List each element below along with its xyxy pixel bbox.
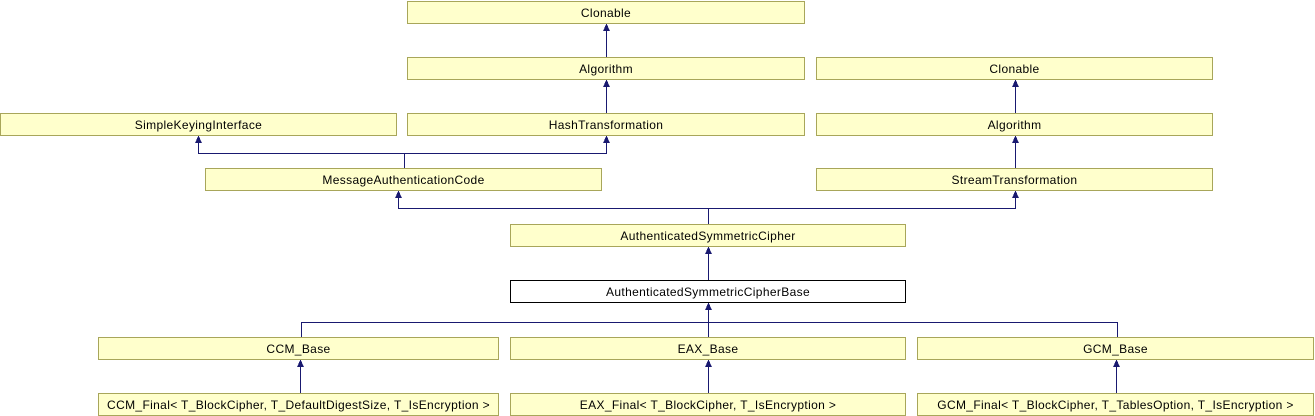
class-node-ccm-final[interactable]: CCM_Final< T_BlockCipher, T_DefaultDiges… xyxy=(98,393,499,416)
class-node-ccm-base[interactable]: CCM_Base xyxy=(98,337,499,360)
class-node-gcm-final[interactable]: GCM_Final< T_BlockCipher, T_TablesOption… xyxy=(917,393,1314,416)
class-node-hashtransformation[interactable]: HashTransformation xyxy=(407,113,805,136)
class-node-eax-final[interactable]: EAX_Final< T_BlockCipher, T_IsEncryption… xyxy=(510,393,906,416)
class-node-eax-base[interactable]: EAX_Base xyxy=(510,337,906,360)
class-node-messageauthenticationcode[interactable]: MessageAuthenticationCode xyxy=(205,168,602,191)
class-node-algorithm-right[interactable]: Algorithm xyxy=(816,113,1213,136)
class-node-streamtransformation[interactable]: StreamTransformation xyxy=(816,168,1213,191)
class-node-authenticatedsymmetriccipher[interactable]: AuthenticatedSymmetricCipher xyxy=(510,224,906,247)
edge-gcmfinal-to-gcmbase xyxy=(1113,359,1120,393)
edge-algorithm-right-to-clonable-right xyxy=(1012,79,1019,113)
class-node-algorithm[interactable]: Algorithm xyxy=(407,57,805,80)
edge-ccmfinal-to-ccmbase xyxy=(297,359,304,393)
class-node-clonable-right[interactable]: Clonable xyxy=(816,57,1213,80)
class-node-simplekeyinginterface[interactable]: SimpleKeyingInterface xyxy=(0,113,397,136)
edge-algorithm-to-clonable xyxy=(603,23,610,57)
class-node-authenticatedsymmetriccipherbase-current: AuthenticatedSymmetricCipherBase xyxy=(510,280,906,303)
edge-streamtransformation-to-algorithm-right xyxy=(1012,135,1019,168)
edge-ascb-to-asc xyxy=(705,246,712,280)
class-node-clonable[interactable]: Clonable xyxy=(407,1,805,24)
edge-hashtransformation-to-algorithm xyxy=(603,79,610,113)
class-node-gcm-base[interactable]: GCM_Base xyxy=(917,337,1314,360)
edge-bases-to-ascb xyxy=(301,302,1118,337)
edge-asc-to-mac-and-streamtransformation xyxy=(395,190,1019,224)
edge-mac-to-simplekeyinginterface-and-hashtransformation xyxy=(195,135,610,168)
edge-eaxfinal-to-eaxbase xyxy=(705,359,712,393)
